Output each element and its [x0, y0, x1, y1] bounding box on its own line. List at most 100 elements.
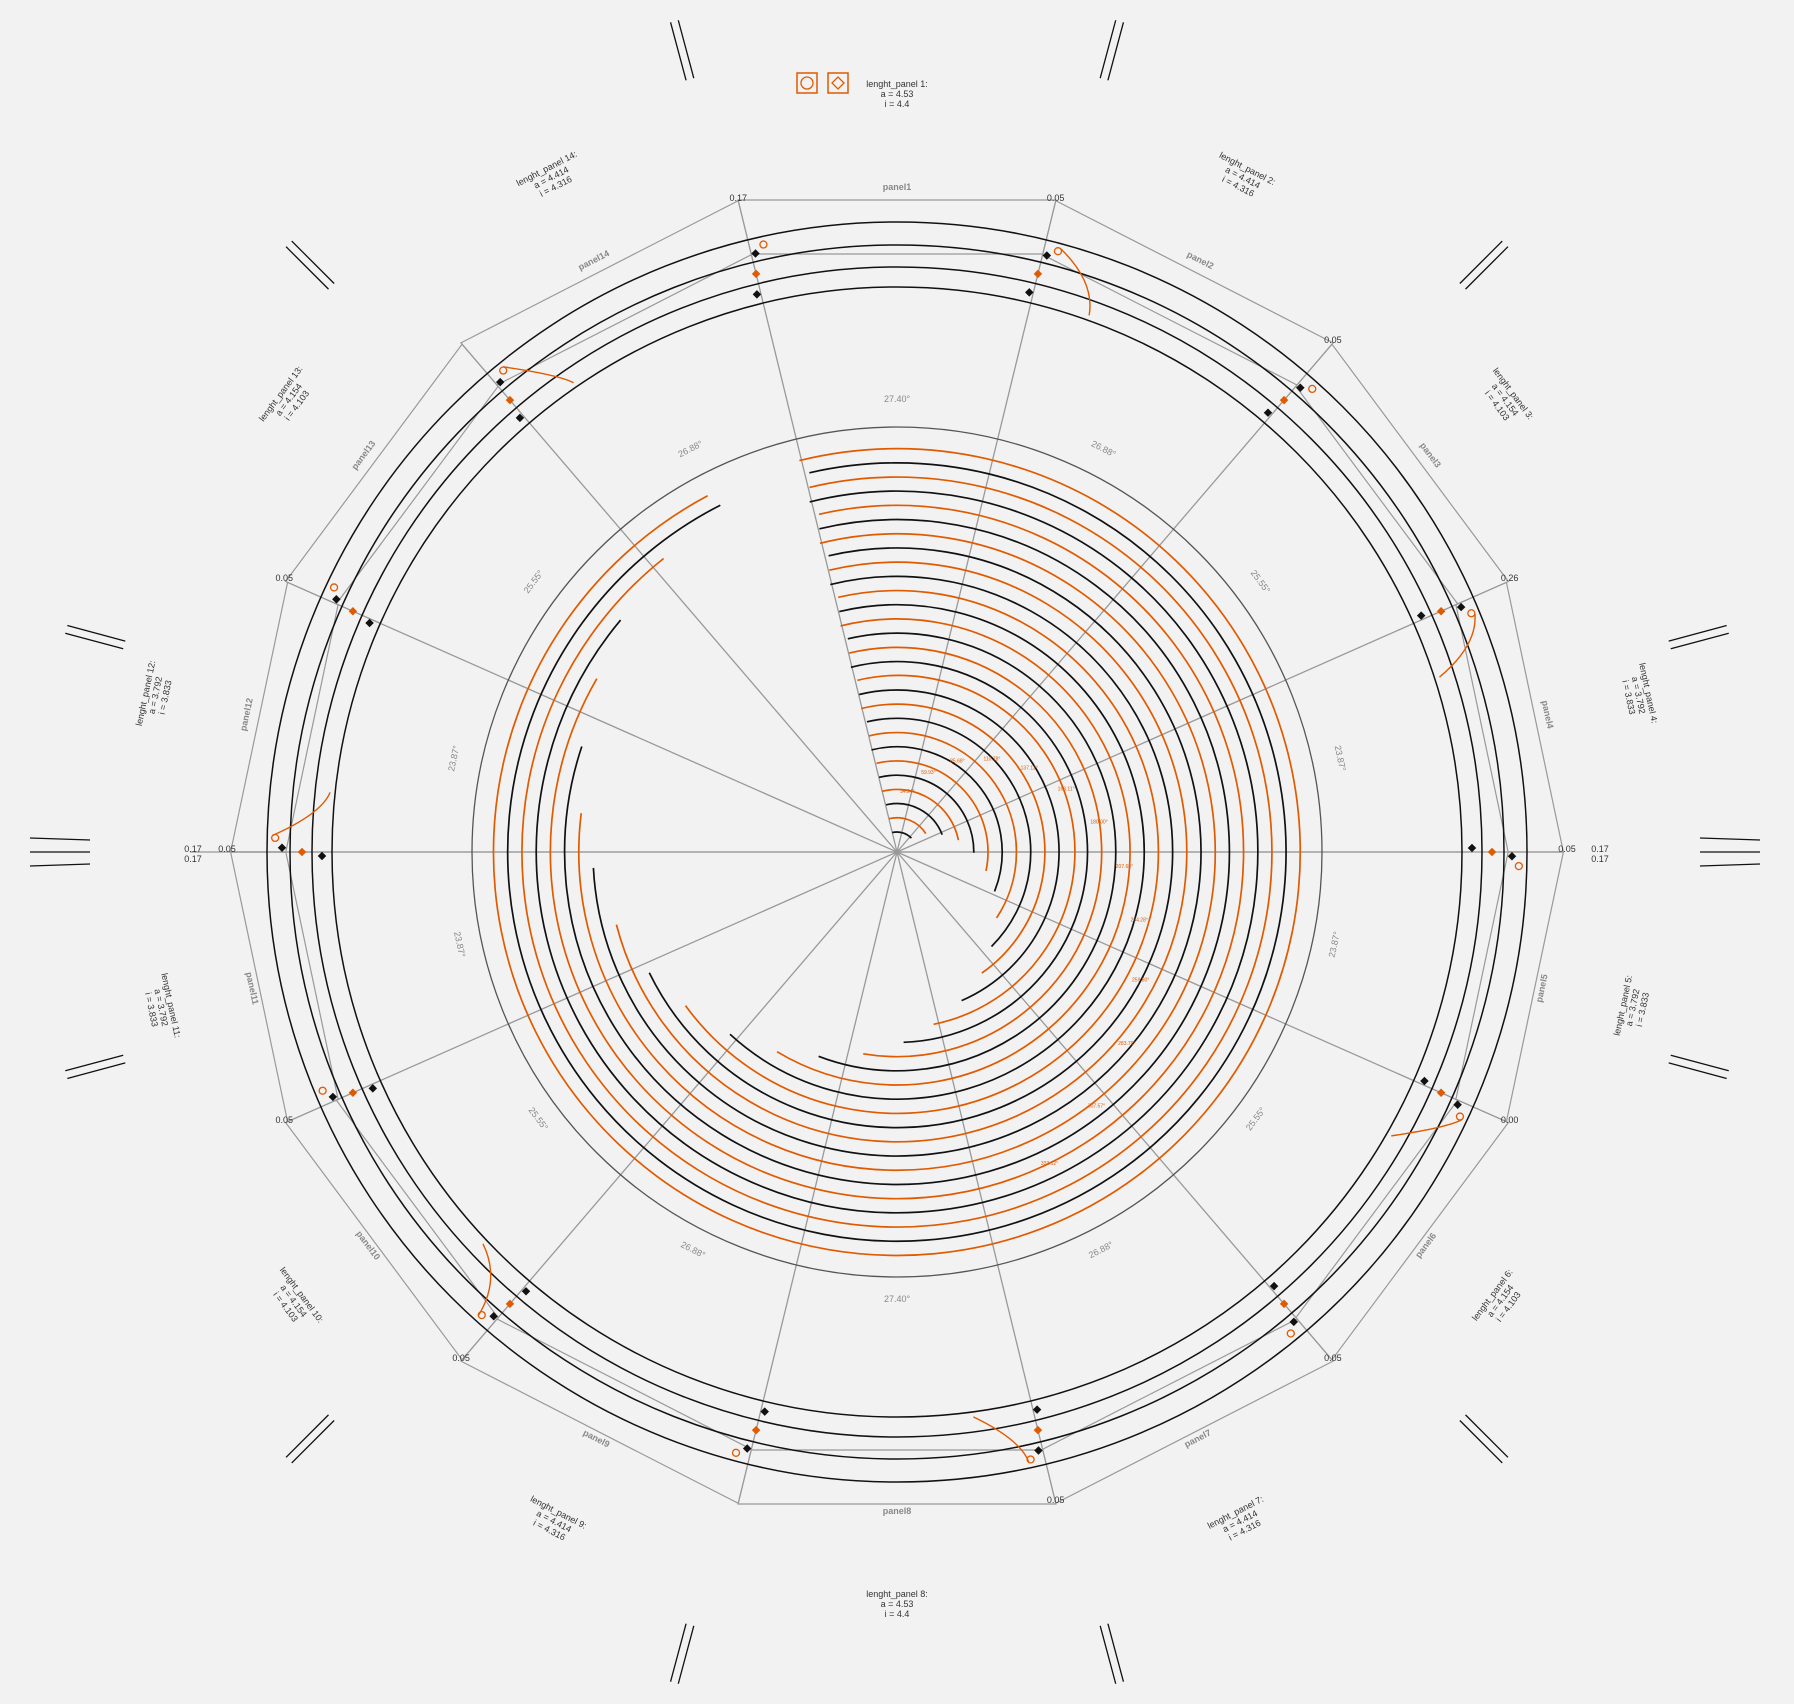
sector-angle-label: 26.88°	[1087, 1239, 1115, 1260]
joint-pivot-circle	[1053, 247, 1063, 256]
side-dimension-label: 0.17	[184, 854, 202, 864]
joint-pivot-circle	[318, 1086, 327, 1095]
inner-arc-black	[506, 462, 1287, 1243]
panel-name-label: panel11	[244, 971, 261, 1005]
joint-node-marker	[332, 594, 341, 604]
joint-node-marker	[297, 847, 307, 857]
joint-offset-label: 0.05	[276, 573, 294, 583]
joint-node-marker	[751, 269, 761, 279]
outer-ring	[266, 221, 1528, 1483]
joint-pivot-circle	[1286, 1329, 1295, 1338]
joint-offset-label: 0.00	[1501, 1115, 1519, 1125]
joint-pivot-circle	[731, 1448, 741, 1457]
rotation-arrow	[1060, 248, 1091, 316]
sector-angle-label: 25.55°	[527, 1105, 551, 1132]
inner-arc-orange	[860, 703, 1046, 974]
inner-arc-black	[818, 632, 1117, 1072]
radial-guide-line	[750, 851, 898, 1450]
panel-length-label: i = 4.4	[885, 1609, 910, 1619]
diamond-snap-button[interactable]	[827, 72, 849, 94]
rotation-arrow	[1439, 614, 1476, 678]
inner-arc-layer: 34.24°59.93°85.68°110.78°137.12°163.11°1…	[492, 447, 1302, 1257]
joint-node-marker	[328, 1092, 338, 1102]
panel-length-label: a = 4.53	[881, 1599, 914, 1609]
diamond-icon	[831, 76, 845, 90]
joint-pivot-circle	[1308, 384, 1317, 394]
radial-guide-line	[896, 602, 1460, 853]
joint-offset-label: 0.05	[276, 1115, 294, 1125]
joint-node-marker	[1289, 1317, 1299, 1327]
inner-arc-orange	[857, 674, 1076, 1026]
joint-pivot-circle	[1467, 609, 1476, 618]
outer-tick-mark	[1099, 1625, 1117, 1684]
arc-angle-label: 59.93°	[921, 770, 936, 776]
inner-arc-orange	[615, 561, 1188, 1143]
side-tick-mark	[29, 863, 91, 867]
panel-outline	[737, 199, 1057, 255]
joint-offset-label: 0.26	[1501, 573, 1519, 583]
side-dimension-label: 0.17	[1591, 854, 1609, 864]
panel-name-label: panel1	[883, 182, 912, 192]
inner-arc-orange	[849, 646, 1103, 1058]
circle-snap-button[interactable]	[796, 72, 818, 94]
arc-angle-label: 110.78°	[983, 756, 1000, 762]
inner-arc-orange	[776, 618, 1131, 1086]
panel-outline	[229, 851, 339, 1123]
inner-arc-orange	[684, 589, 1160, 1115]
radial-guide-line	[896, 851, 1298, 1320]
side-dimension-label: 0.17	[1591, 844, 1609, 854]
outer-ring	[289, 244, 1505, 1460]
outer-tick-mark	[67, 624, 126, 642]
radial-guide-line	[896, 254, 1044, 853]
inner-arc-orange	[868, 731, 1018, 919]
joint-node-marker	[521, 1287, 531, 1296]
arc-angle-label: 137.12°	[1021, 765, 1038, 771]
joint-offset-label: 0.17	[730, 193, 748, 203]
panel-outline	[459, 199, 753, 386]
joint-node-marker	[751, 249, 760, 258]
arc-angle-label: 234.28°	[1131, 917, 1148, 923]
inner-arc-black	[729, 604, 1145, 1101]
rotation-arrow	[1391, 1119, 1463, 1137]
outer-tick-mark	[1099, 20, 1117, 79]
joint-node-marker	[365, 618, 374, 628]
arc-angle-label: 180.00°	[1090, 820, 1107, 826]
inner-arc-black	[850, 660, 1089, 1044]
outer-tick-mark	[1107, 22, 1125, 81]
joint-node-marker	[1263, 408, 1273, 417]
outer-tick-mark	[285, 1414, 329, 1458]
arc-angle-label: 163.11°	[1058, 786, 1075, 792]
arc-angle-label: 307.57°	[1088, 1103, 1105, 1109]
arc-angle-label: 34.24°	[900, 789, 915, 795]
outer-tick-mark	[677, 20, 695, 79]
joint-node-marker	[1420, 1076, 1429, 1086]
inner-arc-orange	[876, 760, 989, 872]
outer-tick-mark	[669, 1623, 687, 1682]
outer-tick-mark	[1107, 1623, 1125, 1682]
radial-guide-line	[334, 851, 898, 1102]
panel-outline	[284, 1099, 499, 1361]
circle-icon	[800, 76, 814, 90]
panel-outline	[1295, 343, 1510, 605]
joint-node-marker	[1033, 269, 1043, 279]
outer-tick-mark	[1670, 632, 1729, 650]
joint-node-marker	[1436, 606, 1446, 616]
radial-guide-line	[896, 384, 1298, 853]
side-tick-mark	[29, 837, 91, 841]
inner-arc-black	[648, 575, 1174, 1129]
side-tick-mark	[1699, 837, 1761, 841]
outer-tick-mark	[1459, 1420, 1503, 1464]
panel-name-label: panel2	[1185, 249, 1215, 271]
panel-outline	[1455, 851, 1565, 1123]
sector-angle-label: 27.40°	[884, 394, 911, 404]
joint-node-marker	[1279, 395, 1289, 405]
joint-node-marker	[1033, 1425, 1043, 1435]
joint-node-marker	[1436, 1088, 1446, 1098]
joint-offset-label: 0.05	[452, 1353, 470, 1363]
radial-guide-line	[334, 602, 898, 853]
joint-node-marker	[751, 1425, 761, 1435]
joint-layer	[271, 240, 1523, 1464]
radial-guide-line	[896, 851, 1044, 1450]
outer-tick-mark	[1465, 1414, 1509, 1458]
joint-node-marker	[489, 1312, 498, 1321]
